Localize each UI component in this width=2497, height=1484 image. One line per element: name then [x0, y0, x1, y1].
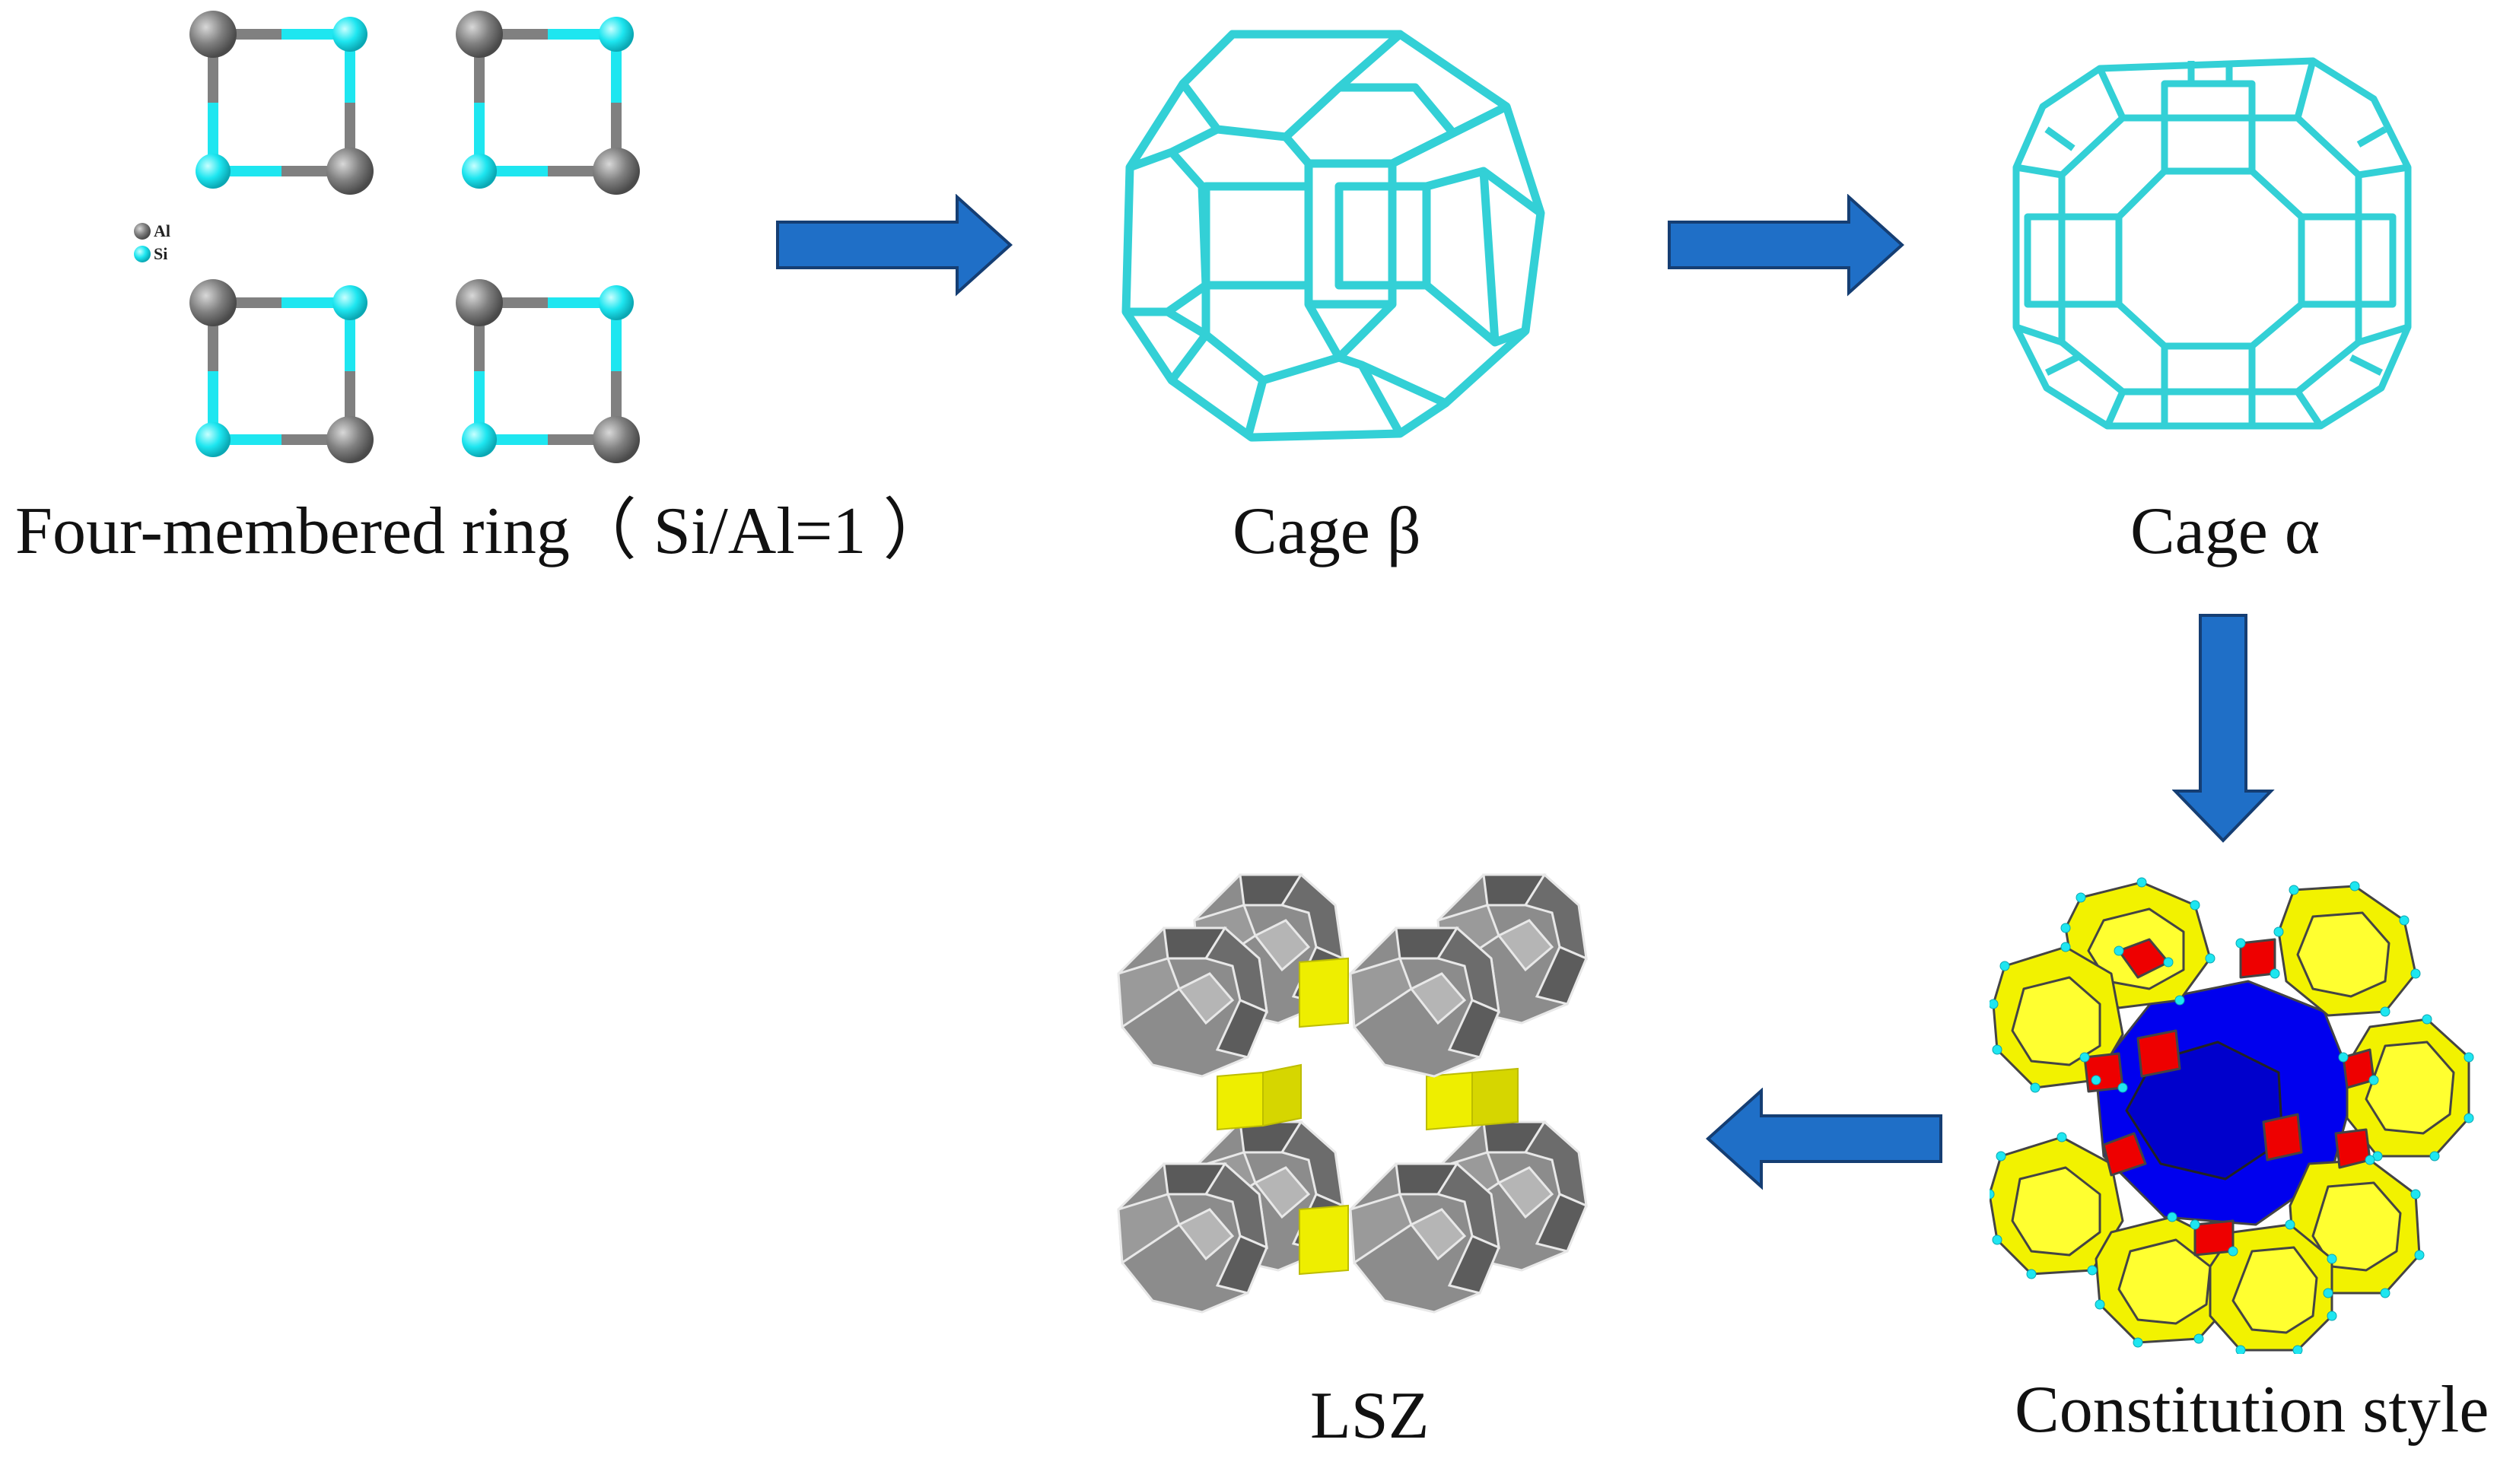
four-membered-rings: [122, 0, 685, 487]
arrow-right-1: [775, 194, 1014, 297]
cage-alpha-panel: [2001, 53, 2427, 434]
caption-cage-beta: Cage β: [1233, 494, 1421, 568]
lsz-structure: [1117, 873, 1588, 1314]
down-arrow-icon: [2172, 614, 2275, 843]
arrow-down: [2172, 612, 2275, 844]
legend-item-si: Si: [134, 244, 167, 263]
right-arrow-icon: [776, 194, 1013, 297]
atom-legend: Al Si: [129, 221, 198, 266]
left-arrow-icon: [1706, 1088, 1942, 1190]
constitution-structure: [1990, 877, 2474, 1354]
si-sphere-icon: [134, 246, 151, 262]
al-sphere-icon: [134, 223, 151, 240]
lsz-panel: [1103, 860, 1651, 1346]
caption-four-ring: Four-membered ring（ Si/Al=1 ）: [15, 494, 950, 568]
cage-beta-panel: [1111, 23, 1560, 449]
cage-alpha-wireframe: [2012, 57, 2412, 430]
legend-label-al: Al: [154, 221, 170, 240]
arrow-left: [1704, 1088, 1944, 1190]
right-arrow-icon: [1668, 194, 1904, 297]
arrow-right-2: [1666, 194, 1906, 297]
constitution-style-panel: [1990, 867, 2476, 1354]
caption-cage-alpha: Cage α: [2130, 494, 2320, 568]
legend-label-si: Si: [154, 244, 167, 263]
caption-lsz: LSZ: [1310, 1379, 1430, 1453]
cage-beta-wireframe: [1121, 30, 1545, 442]
legend-item-al: Al: [134, 221, 170, 240]
caption-constitution-style: Constitution style: [2015, 1373, 2489, 1447]
four-ring-graphic: [122, 0, 685, 487]
